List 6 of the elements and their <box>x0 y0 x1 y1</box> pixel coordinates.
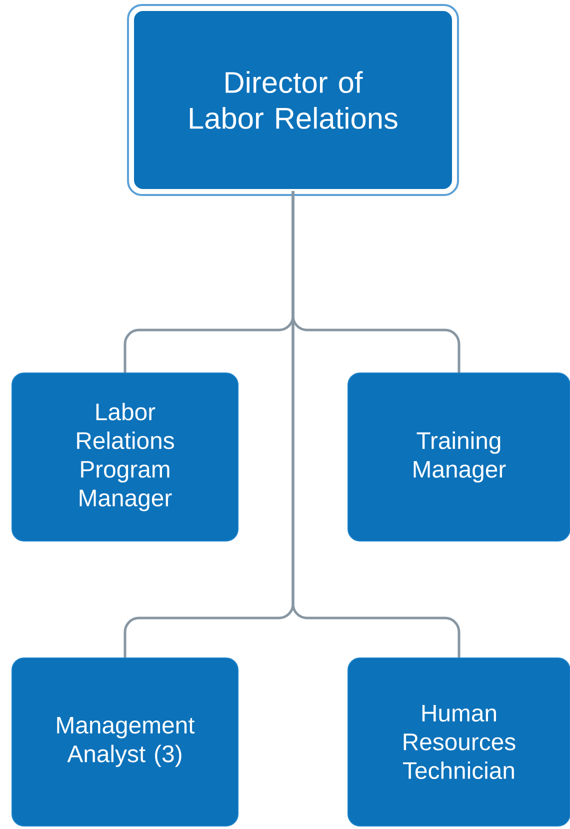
role-box: Management Analyst (3) <box>12 658 238 826</box>
title-box: Director of Labor Relations <box>127 4 459 196</box>
connector-line <box>292 191 460 658</box>
role-box: Training Manager <box>348 372 570 542</box>
role-box: Labor Relations Program Manager <box>12 372 238 542</box>
role-box: Human Resources Technician <box>348 658 570 826</box>
